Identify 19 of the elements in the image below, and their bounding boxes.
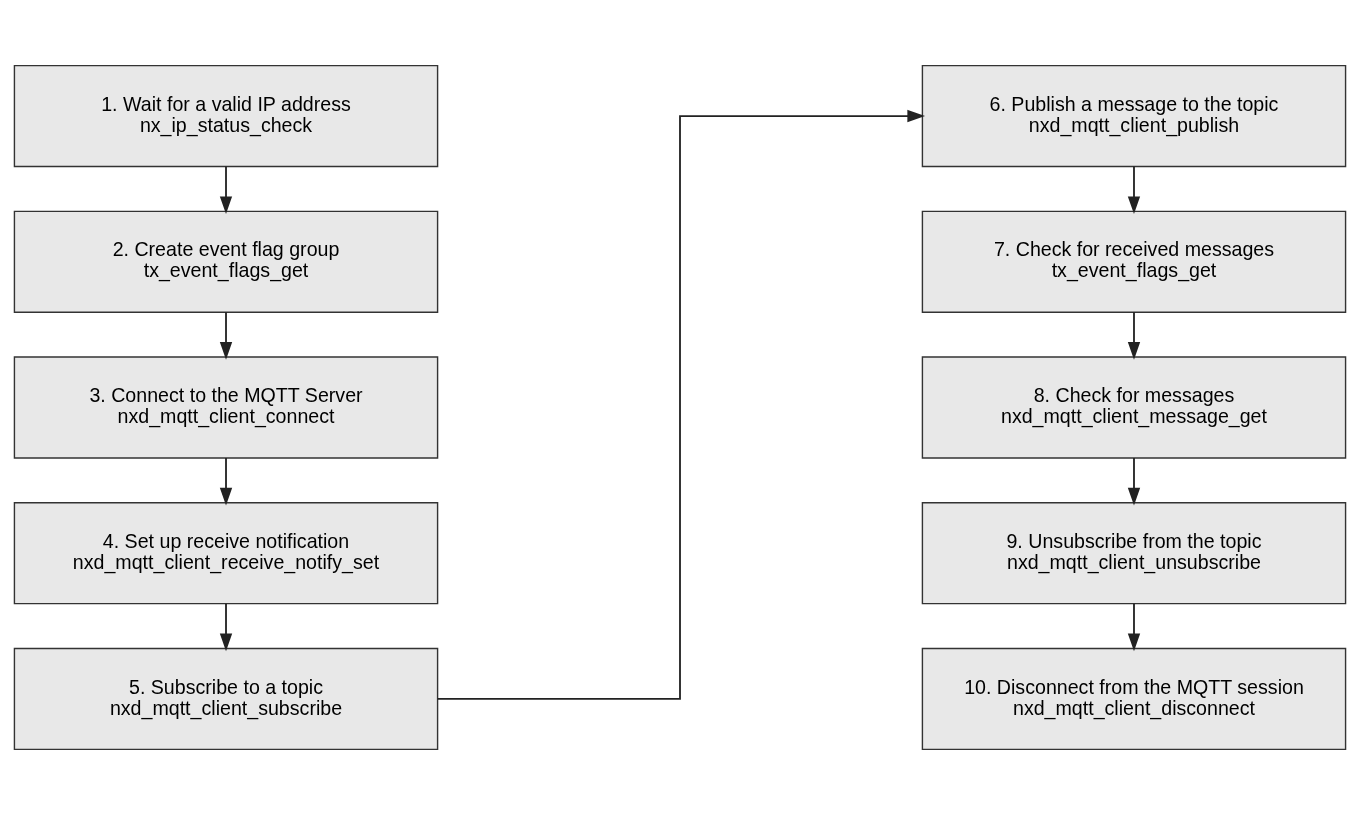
node-box: 5. Subscribe to a topic nxd_mqtt_client_subscribe bbox=[13, 647, 439, 750]
node-box: 8. Check for messages nxd_mqtt_client_message_get bbox=[921, 355, 1347, 459]
arrow bbox=[436, 109, 926, 700]
arrow bbox=[1127, 310, 1141, 360]
node-box: 6. Publish a message to the topic nxd_mqtt_client_publish bbox=[921, 64, 1347, 167]
node-box: 4. Set up receive notification nxd_mqtt_client_receive_notify_set bbox=[13, 501, 439, 604]
node-box: 2. Create event flag group tx_event_flags_get bbox=[13, 210, 439, 313]
node-box: 9. Unsubscribe from the topic nxd_mqtt_client_unsubscribe bbox=[921, 501, 1347, 604]
node-box: 7. Check for received messages tx_event_flags_get bbox=[921, 210, 1347, 313]
arrow bbox=[219, 602, 233, 651]
arrow bbox=[1127, 602, 1141, 651]
arrow bbox=[219, 165, 233, 214]
arrow bbox=[219, 456, 233, 505]
node-box: 10. Disconnect from the MQTT session nxd_mqtt_client_disconnect bbox=[921, 647, 1347, 750]
node-box: 1. Wait for a valid IP address nx_ip_status_check bbox=[13, 64, 439, 167]
arrow bbox=[219, 310, 233, 360]
arrow bbox=[1127, 165, 1141, 214]
node-box: 3. Connect to the MQTT Server nxd_mqtt_client_connect bbox=[13, 355, 439, 459]
arrow bbox=[1127, 456, 1141, 505]
